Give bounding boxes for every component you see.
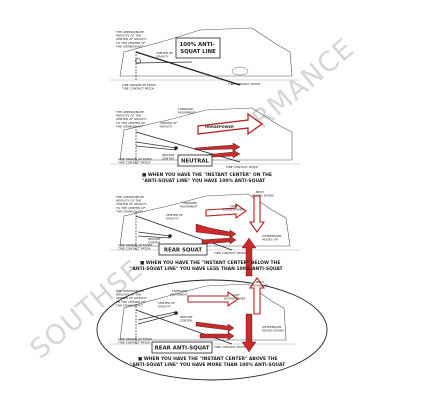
lower-link xyxy=(135,145,177,151)
panel-caption: ■ WHEN YOU HAVE THE "INSTANT CENTER" BEL… xyxy=(130,260,284,272)
anti-squat-line xyxy=(135,309,233,345)
lower-link xyxy=(137,235,171,239)
horsepower-arrow xyxy=(205,202,247,220)
watermark-right: RMANCE xyxy=(247,33,361,136)
drive-arrow xyxy=(195,223,237,239)
drive-arrow-lower xyxy=(201,235,237,245)
front-wheel xyxy=(231,66,249,76)
svg-text:TIRE CONTACT PATCH: TIRE CONTACT PATCH xyxy=(213,251,246,255)
anti-squat-line xyxy=(135,131,241,163)
drive-arrow xyxy=(195,321,235,333)
panel-tag: REAR ANTI-SQUAT xyxy=(155,346,210,352)
svg-text:TIRE CONTACT PATCH: TIRE CONTACT PATCH xyxy=(213,345,246,349)
svg-text:HORSEPOWER: HORSEPOWER xyxy=(205,125,234,129)
svg-text:THE APPROXIMATE HEIGHTS: THE APPROXIMATE HEIGHTS OF THE CENTER OF… xyxy=(115,195,148,213)
suspension-down-arrow xyxy=(241,313,257,353)
svg-text:THE APPROXIMATE HEIGHTS: THE APPROXIMATE HEIGHTS OF THE CENTER OF… xyxy=(115,110,148,128)
lower-link xyxy=(137,313,177,325)
svg-text:TIRE CONTACT PATCH: TIRE CONTACT PATCH xyxy=(227,82,260,86)
car-outline xyxy=(119,283,287,341)
svg-text:TIRE CONTACT PATCH: TIRE CONTACT PATCH xyxy=(225,165,258,169)
car-outline xyxy=(119,107,293,161)
panel-caption: ■ WHEN YOU HAVE THE "INSTANT CENTER" ON … xyxy=(142,172,274,184)
anti-squat-line xyxy=(135,51,241,86)
body-up-arrow xyxy=(248,277,266,315)
tag-box xyxy=(175,37,221,59)
drive-arrow-lower xyxy=(199,331,235,341)
tag-box xyxy=(151,341,213,354)
tag-box xyxy=(177,154,213,167)
highlight-ellipse xyxy=(96,279,328,381)
instant-center-dot xyxy=(174,311,178,315)
tag-box xyxy=(158,243,208,256)
body-down-arrow xyxy=(248,195,266,233)
link-bar xyxy=(135,61,193,64)
car-outline xyxy=(119,27,293,77)
horsepower-arrow xyxy=(187,290,239,308)
rear-wheel-hub xyxy=(135,58,141,64)
upper-link xyxy=(137,311,177,321)
upper-link xyxy=(137,231,171,237)
suspension-up-arrow xyxy=(241,237,257,277)
horsepower-arrow xyxy=(197,112,264,136)
instant-center-dot xyxy=(168,234,172,238)
panel-100-anti-squat: THE APPROXIMATE HEIGHTS OF THE CENTER OF… xyxy=(110,27,300,91)
drive-arrow xyxy=(194,142,241,152)
anti-squat-line xyxy=(135,215,233,251)
upper-link xyxy=(135,141,177,149)
panel-tag: NEUTRAL xyxy=(181,159,210,165)
svg-text:THE APPROXIMATE HEIGHTS: THE APPROXIMATE HEIGHTS OF THE CENTER OF… xyxy=(115,30,148,48)
panel-caption: ■ WHEN YOU HAVE THE "INSTANT CENTER" ABO… xyxy=(130,356,286,368)
car-outline xyxy=(119,193,291,247)
instant-center-dot xyxy=(174,146,178,150)
svg-text:THE APPROXIMATE HEIGHTS: THE APPROXIMATE HEIGHTS OF THE CENTER OF… xyxy=(115,289,148,307)
panel-tag: REAR SQUAT xyxy=(164,248,202,254)
panel-tag: 100% ANTI- SQUAT LINE xyxy=(179,42,216,55)
